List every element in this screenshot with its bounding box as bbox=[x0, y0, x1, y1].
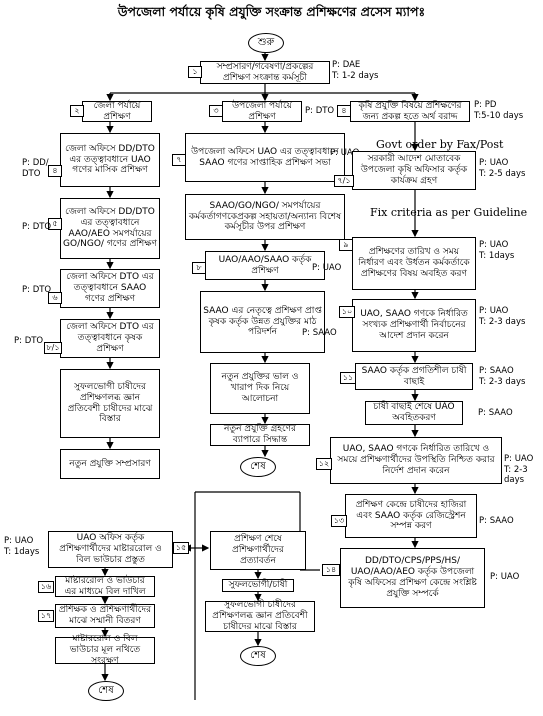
step-saao-lead-box: SAAO এর নেতৃত্বে প্রশিক্ষণ প্রাপ্ত কৃষক … bbox=[200, 291, 325, 353]
step-17-number: ১৭ bbox=[38, 610, 54, 622]
step-selection-inform-note: P: SAAO bbox=[478, 408, 513, 418]
step-11-number: ১১ bbox=[340, 372, 356, 384]
step-3-note: P: DTO bbox=[305, 106, 335, 116]
step-12-box: UAO, SAAO গণকে নির্ধারিত তারিখে ও সময়ে … bbox=[330, 437, 502, 484]
step-9-note: P: UAO T: 1days bbox=[479, 240, 515, 261]
step-1-note: P: DAE T: 1-2 days bbox=[332, 60, 379, 81]
step-saao-lead-note: P: SAAO bbox=[302, 328, 337, 338]
step-11-note: P: SAAO T: 2-3 days bbox=[479, 366, 526, 387]
step-7-1-number: ৭/১ bbox=[334, 175, 354, 187]
end-oval-bottom: শেষ bbox=[240, 646, 276, 666]
step-return-box: প্রশিক্ষণ শেষে প্রশিক্ষণার্থীদের প্রত্যা… bbox=[210, 531, 306, 570]
step-7-box: উপজেলা অফিসে UAO এর তত্ত্বাবধানে SAAO গণ… bbox=[185, 133, 345, 182]
step-4-note: P: PD T:5-10 days bbox=[474, 100, 524, 121]
step-14-number: ১৪ bbox=[322, 564, 340, 576]
step-10-number: ১০ bbox=[339, 306, 355, 318]
step-8-note: P: UAO bbox=[312, 263, 342, 273]
step-new-tech-box: নতুন প্রযুক্তি সম্প্রসারণ bbox=[60, 449, 160, 479]
step-2-box: জেলা পর্যায়ে প্রশিক্ষণ bbox=[82, 101, 152, 122]
step-good-bad-box: নতুন প্রযুক্তির ভাল ও খারাপ দিক নিয়ে আল… bbox=[210, 363, 310, 414]
step-6-note: P: DTO bbox=[22, 285, 52, 295]
step-saao-go-box: SAAO/GO/NGO/ সমপর্যায়ের কর্মকর্তাগণকেপ্… bbox=[185, 194, 345, 240]
step-13-note: P: SAAO bbox=[479, 516, 514, 526]
step-7-number: ৭ bbox=[172, 154, 186, 166]
step-7-1-note: P: UAO T: 2-5 days bbox=[479, 158, 526, 179]
step-4-box: কৃষি প্রযুক্তি বিষয়ে প্রশিক্ষণের জন্য প… bbox=[350, 101, 470, 122]
step-8-1-box: জেলা অফিসে DTO এর তত্ত্বাবধানে কৃষক প্রশ… bbox=[60, 319, 160, 358]
step-12-number: ১২ bbox=[316, 458, 332, 470]
step-3-number: ৩ bbox=[209, 105, 223, 117]
step-12-note: P: UAO T: 2-3 days bbox=[504, 454, 534, 486]
step-8-box: UAO/AAO/SAAO কর্তৃক প্রশিক্ষণ bbox=[205, 251, 325, 280]
step-beneficiary-box: সুফলভোগী/চাষী bbox=[222, 579, 294, 592]
step-9-number: ৯ bbox=[339, 239, 353, 251]
step-8-1-number: ৮/১ bbox=[44, 342, 62, 354]
step-7-note: P: UAO bbox=[330, 148, 360, 158]
step-8-number: ৮ bbox=[192, 262, 206, 274]
step-13-box: প্রশিক্ষণ কেন্দ্রে চাষীদের হাজিরা এবং SA… bbox=[345, 494, 477, 538]
start-oval: শুরু bbox=[248, 33, 284, 53]
step-5-number: ৫ bbox=[48, 218, 62, 230]
step-7-1-box: সরকারী আদেশ মোতাবেক উপজেলা কৃষি অফিসার ক… bbox=[352, 151, 476, 190]
step-1-number: ১ bbox=[188, 66, 202, 78]
step-11-box: SAAO কর্তৃক প্রগতিশীল চাষী বাছাই bbox=[355, 363, 473, 390]
step-6-number: ৬ bbox=[48, 292, 62, 304]
step-10-box: UAO, SAAO গণকে নির্ধারিত সংখ্যক প্রশিক্ষ… bbox=[352, 299, 476, 352]
step-5-box: জেলা অফিসে DD/DTO এর তত্ত্বাবধানে AAO/AE… bbox=[60, 198, 160, 259]
step-2-number: ২ bbox=[70, 105, 84, 117]
step-8-1-note: P: DTO bbox=[14, 336, 44, 346]
step-15-box: UAO অফিস কর্তৃক প্রশিক্ষণার্থীদের মাষ্টা… bbox=[48, 531, 173, 568]
step-district-uao-note: P: DD/ DTO bbox=[22, 158, 49, 179]
criteria-annotation: Fix criteria as per Guideline bbox=[370, 206, 528, 219]
step-13-number: ১৩ bbox=[331, 515, 347, 527]
step-5-note: P: DTO bbox=[22, 222, 52, 232]
step-10-note: P: UAO T: 2-3 days bbox=[479, 306, 526, 327]
step-14-box: DD/DTO/CPS/PPS/HS/ UAO/AAO/AEO কর্তৃক উপ… bbox=[340, 548, 485, 608]
step-district-uao-number: ৪ bbox=[48, 165, 62, 177]
step-4-number: ৪ bbox=[337, 105, 351, 117]
end-oval-left: শেষ bbox=[88, 681, 124, 701]
step-16-number: ১৬ bbox=[38, 581, 54, 593]
govt-order-annotation: Govt order by Fax/Post bbox=[376, 138, 504, 151]
step-1-box: সম্প্রসারণ/গবেষণা/প্রকল্পের প্রশিক্ষণ সং… bbox=[200, 61, 330, 84]
step-archive-box: মাষ্টাররোল ও বিল ভাউচার মূল নথিতে সংরক্ষ… bbox=[55, 634, 155, 666]
step-extension-box: সুফলভোগী চাষীদের প্রশিক্ষণলব্ধ জ্ঞান প্র… bbox=[60, 369, 160, 438]
diagram-title: উপজেলা পর্যায়ে কৃষি প্রযুক্তি সংক্রান্ত… bbox=[117, 4, 426, 19]
step-3-box: উপজেলা পর্যায়ে প্রশিক্ষণ bbox=[222, 101, 302, 122]
step-selection-inform-box: চাষী বাছাই শেষে UAO অবহিতকরণ bbox=[365, 401, 463, 425]
step-9-box: প্রশিক্ষণের তারিখ ও সময় নির্ধারণ এবং উর… bbox=[352, 237, 476, 290]
step-15-number: ১৫ bbox=[173, 542, 189, 554]
step-17-box: প্রশিক্ষক ও প্রশিক্ষণার্থীদের মাঝে সম্মা… bbox=[55, 604, 155, 628]
step-decision-box: নতুন প্রযুক্তি গ্রহণের ব্যাপারে সিদ্ধান্… bbox=[210, 424, 310, 446]
step-spread-box: সুফলভোগী চাষীদের প্রশিক্ষণলব্ধ জ্ঞান প্র… bbox=[205, 600, 315, 632]
end-oval-middle: শেষ bbox=[240, 457, 276, 477]
step-16-box: মাষ্টাররোল ও ভাউচার এর মাধ্যমে বিল দাখিল bbox=[55, 576, 155, 597]
step-6-box: জেলা অফিসে DTO এর তত্ত্বাবধানে SAAO গণের… bbox=[60, 269, 160, 308]
step-15-note: P: UAO T: 1days bbox=[4, 536, 40, 557]
step-district-uao-box: জেলা অফিসে DD/DTO এর তত্ত্বাবধানে UAO গণ… bbox=[60, 133, 160, 187]
step-14-note: P: UAO bbox=[490, 572, 520, 582]
